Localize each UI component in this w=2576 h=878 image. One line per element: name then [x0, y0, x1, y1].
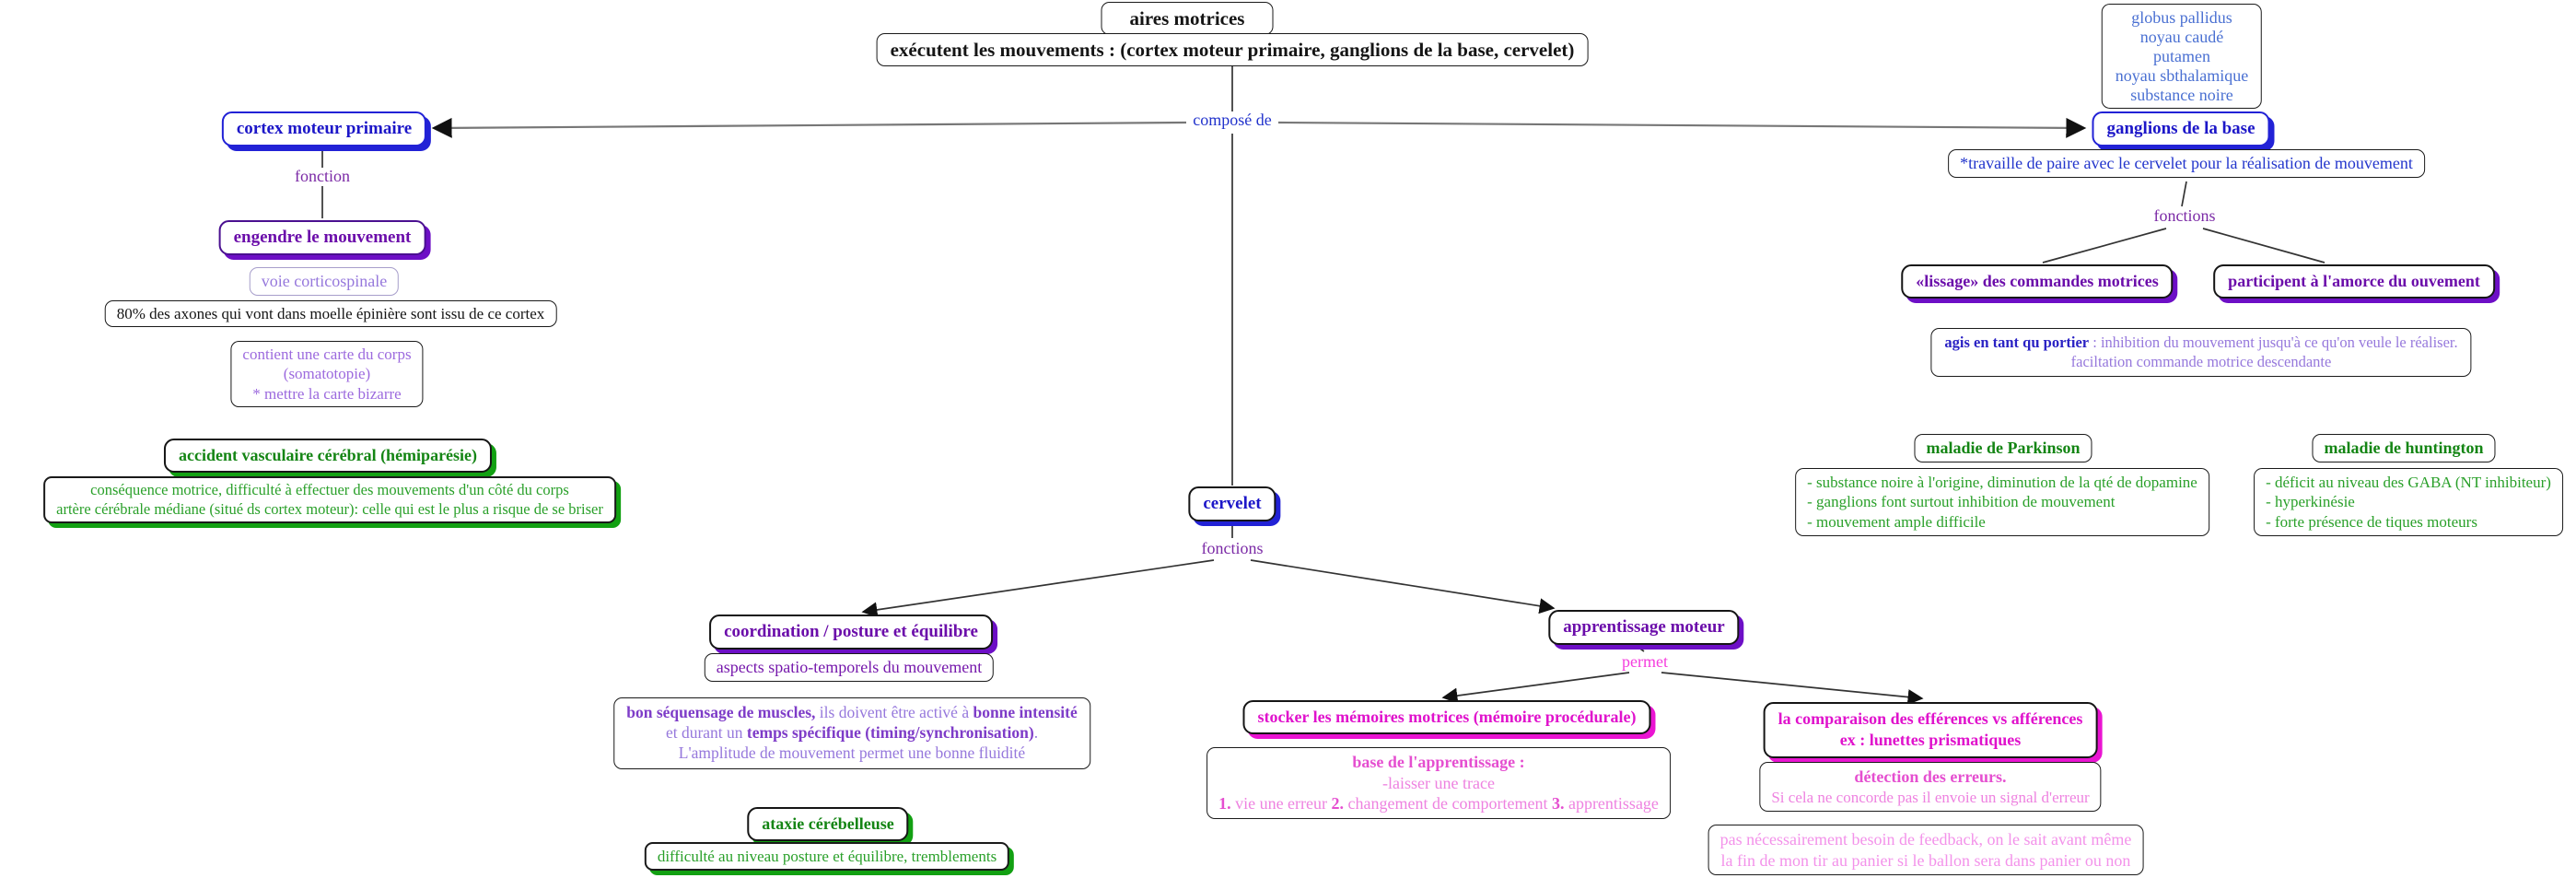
text-line: (somatotopie) — [283, 365, 371, 383]
text-line: et durant un temps spécifique (timing/sy… — [626, 723, 1078, 743]
bold-fragment: agis en tant qu portier — [1944, 334, 2090, 351]
connector — [2181, 181, 2187, 207]
node-cortex-moteur-primaire[interactable]: cortex moteur primaire — [221, 111, 427, 146]
text-fragment: et durant un — [665, 722, 747, 742]
link-label-compose-de[interactable]: composé de — [1186, 111, 1278, 130]
node-parkinson-detail[interactable]: - substance noire à l'origine, diminutio… — [1795, 468, 2209, 536]
connector-arrow — [1250, 559, 1556, 615]
text-line: artère cérébrale médiane (situé ds corte… — [56, 499, 603, 518]
list-line: substance noire — [2130, 85, 2233, 104]
node-huntington-title[interactable]: maladie de huntington — [2312, 434, 2496, 462]
text-line: - substance noire à l'origine, diminutio… — [1807, 474, 2197, 491]
text-line: la comparaison des efférences vs afféren… — [1778, 709, 2083, 728]
node-participent-amorce[interactable]: participent à l'amorce du ouvement — [2213, 264, 2495, 299]
text-fragment: : inhibition du mouvement jusqu'à ce qu'… — [2089, 334, 2458, 351]
text-line: - ganglions font surtout inhibition de m… — [1807, 493, 2116, 511]
text-line: - forte présence de tiques moteurs — [2266, 512, 2477, 531]
node-aspects-spatio-temporels[interactable]: aspects spatio-temporels du mouvement — [704, 653, 995, 682]
text-line: - déficit au niveau des GABA (NT inhibit… — [2266, 474, 2551, 491]
node-feedback-note[interactable]: pas nécessairement besoin de feedback, o… — [1708, 825, 2144, 875]
connector — [1637, 646, 1645, 652]
node-axones-note[interactable]: 80% des axones qui vont dans moelle épin… — [104, 300, 557, 328]
node-base-apprentissage[interactable]: base de l'apprentissage : -laisser une t… — [1206, 747, 1671, 819]
text-line: pas nécessairement besoin de feedback, o… — [1719, 830, 2132, 849]
node-parkinson-title[interactable]: maladie de Parkinson — [1914, 434, 2092, 462]
link-label-fonction[interactable]: fonction — [288, 167, 356, 186]
text-line: agis en tant qu portier : inhibition du … — [1944, 334, 2457, 353]
bold-fragment: 2. — [1331, 794, 1345, 813]
node-coordination-posture[interactable]: coordination / posture et équilibre — [709, 615, 993, 650]
node-avc-hemiparesie[interactable]: accident vasculaire cérébral (hémiparési… — [163, 439, 493, 473]
bold-fragment: bonne intensité — [973, 703, 1078, 721]
node-stocker-memoires[interactable]: stocker les mémoires motrices (mémoire p… — [1242, 700, 1651, 734]
text-fragment: vie une erreur — [1230, 794, 1332, 813]
connector-arrow — [861, 559, 1215, 618]
node-travaille-de-paire[interactable]: *travaille de paire avec le cervelet pou… — [1948, 149, 2425, 178]
text-line: 1. vie une erreur 2. changement de compo… — [1218, 793, 1659, 814]
node-cervelet[interactable]: cervelet — [1188, 486, 1276, 521]
list-line: noyau sbthalamique — [2115, 65, 2249, 85]
node-huntington-detail[interactable]: - déficit au niveau des GABA (NT inhibit… — [2254, 468, 2563, 536]
text-fragment: . — [1033, 722, 1039, 742]
connector-arrow — [1277, 117, 2087, 138]
bold-fragment: 3. — [1551, 794, 1565, 813]
node-bon-sequencage[interactable]: bon séquensage de muscles, ils doivent ê… — [613, 697, 1090, 769]
bold-fragment: bon séquensage de muscles, — [626, 703, 816, 721]
connector-arrow — [1661, 672, 1924, 706]
text-line: base de l'apprentissage : — [1352, 753, 1525, 771]
text-line: faciltation commande motrice descendante — [2070, 352, 2332, 370]
text-line: ex : lunettes prismatiques — [1839, 731, 2022, 750]
node-ganglions-de-la-base[interactable]: ganglions de la base — [2092, 111, 2270, 146]
text-fragment: apprentissage — [1564, 794, 1659, 813]
node-engendre-le-mouvement[interactable]: engendre le mouvement — [218, 220, 426, 255]
link-label-permet[interactable]: permet — [1615, 652, 1674, 672]
bold-fragment: 1. — [1218, 794, 1231, 813]
list-line: noyau caudé — [2139, 27, 2224, 46]
connector-arrow — [431, 117, 1187, 138]
text-line: * mettre la carte bizarre — [252, 384, 402, 403]
text-line: détection des erreurs. — [1854, 767, 2007, 786]
text-line: la fin de mon tir au panier si le ballon… — [1720, 850, 2131, 870]
node-voie-corticospinale[interactable]: voie corticospinale — [249, 267, 400, 296]
node-title[interactable]: aires motrices — [1101, 2, 1274, 36]
text-line: -laisser une trace — [1382, 773, 1495, 792]
list-line: globus pallidus — [2131, 8, 2232, 27]
node-ataxie-cerebelleuse[interactable]: ataxie cérébelleuse — [747, 807, 909, 841]
link-label-fonctions-cervelet[interactable]: fonctions — [1195, 539, 1270, 558]
node-lissage-commandes[interactable]: «lissage» des commandes motrices — [1901, 264, 2174, 299]
text-line: L'amplitude de mouvement permet une bonn… — [678, 743, 1026, 762]
connector — [2202, 228, 2325, 263]
node-carte-du-corps[interactable]: contient une carte du corps (somatotopie… — [230, 341, 424, 407]
text-line: bon séquensage de muscles, ils doivent ê… — [626, 703, 1078, 723]
list-line: putamen — [2153, 46, 2210, 65]
node-detection-erreurs[interactable]: détection des erreurs. Si cela ne concor… — [1759, 762, 2102, 812]
text-line: - mouvement ample difficile — [1807, 512, 1986, 531]
connector-arrow — [1441, 672, 1630, 704]
text-line: conséquence motrice, difficulté à effect… — [90, 481, 569, 498]
node-ataxie-detail[interactable]: difficulté au niveau posture et équilibr… — [644, 842, 1010, 872]
node-comparaison-efferences[interactable]: la comparaison des efférences vs afféren… — [1763, 702, 2098, 758]
node-avc-detail[interactable]: conséquence motrice, difficulté à effect… — [43, 476, 616, 524]
node-apprentissage-moteur[interactable]: apprentissage moteur — [1548, 610, 1740, 645]
node-portier[interactable]: agis en tant qu portier : inhibition du … — [1930, 328, 2472, 378]
link-label-fonctions-ganglions[interactable]: fonctions — [2147, 206, 2222, 226]
text-fragment: changement de comportement — [1344, 794, 1552, 813]
node-subtitle[interactable]: exécutent les mouvements : (cortex moteu… — [876, 33, 1589, 67]
bold-fragment: temps spécifique (timing/synchronisation… — [746, 722, 1034, 742]
connector — [2042, 228, 2167, 263]
text-line: contient une carte du corps — [242, 345, 412, 363]
text-fragment: ils doivent être activé à — [815, 703, 973, 721]
text-line: Si cela ne concorde pas il envoie un sig… — [1771, 788, 2090, 806]
text-line: - hyperkinésie — [2266, 493, 2355, 511]
node-basal-structures-list[interactable]: globus pallidus noyau caudé putamen noya… — [2101, 4, 2263, 110]
